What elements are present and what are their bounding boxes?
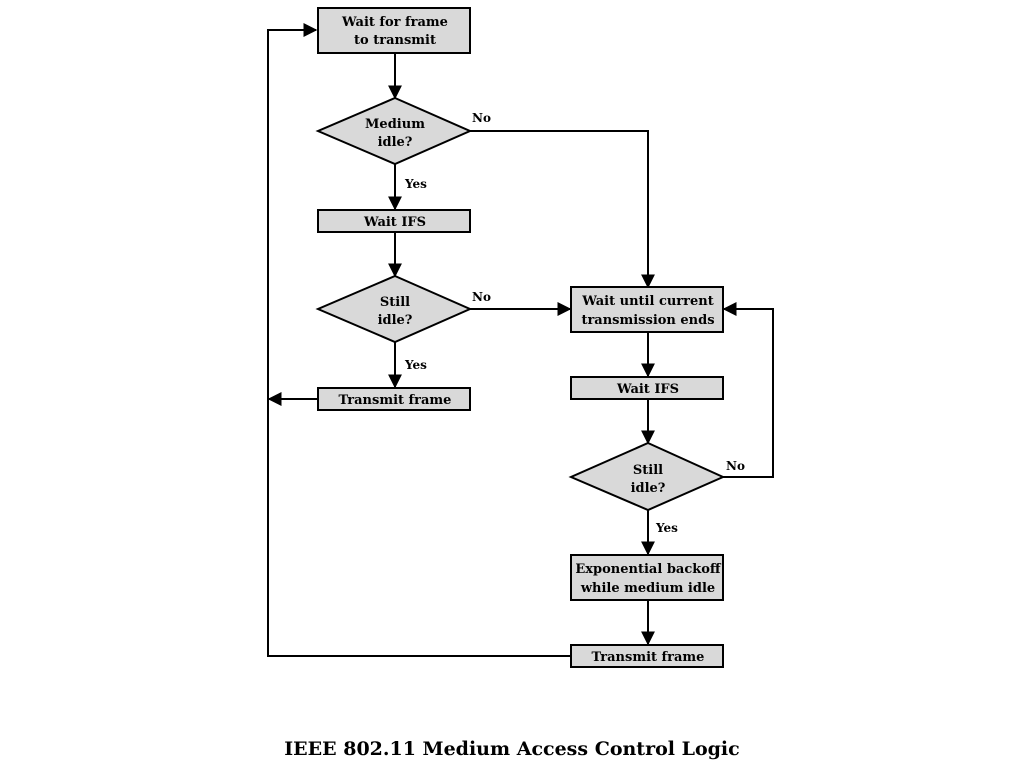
- edge-still-right-no: [722, 302, 774, 478]
- label-still-left-no: No: [472, 290, 491, 304]
- node-exponential-backoff-line-2: while medium idle: [580, 581, 715, 596]
- node-transmit-frame-left-label: Transmit frame: [339, 393, 452, 408]
- node-wait-for-frame-line-1: Wait for frame: [341, 15, 448, 30]
- node-transmit-frame-right-label: Transmit frame: [592, 650, 705, 665]
- node-wait-ifs-left-label: Wait IFS: [363, 215, 426, 230]
- edges: [267, 23, 774, 657]
- node-wait-ifs-right-label: Wait IFS: [616, 382, 679, 397]
- node-transmit-frame-left: Transmit frame: [317, 387, 471, 411]
- node-still-idle-right: Still idle?: [568, 441, 726, 512]
- edge-labels: No Yes No Yes No Yes: [404, 111, 745, 535]
- node-wait-until-current: Wait until current transmission ends: [570, 286, 724, 333]
- node-wait-ifs-right: Wait IFS: [570, 376, 724, 400]
- node-medium-idle-line-2: idle?: [378, 135, 413, 150]
- diagram-title: IEEE 802.11 Medium Access Control Logic: [284, 738, 740, 760]
- label-medium-no: No: [472, 111, 491, 125]
- label-still-right-yes: Yes: [655, 521, 678, 535]
- node-wait-until-current-line-1: Wait until current: [581, 294, 713, 309]
- node-still-idle-right-line-2: idle?: [631, 481, 666, 496]
- label-still-right-no: No: [726, 459, 745, 473]
- node-still-idle-left-line-2: idle?: [378, 313, 413, 328]
- edge-loop-back-top: [267, 23, 571, 657]
- node-exponential-backoff: Exponential backoff while medium idle: [570, 554, 724, 601]
- node-still-idle-left: Still idle?: [315, 274, 473, 344]
- node-wait-ifs-left: Wait IFS: [317, 209, 471, 233]
- node-medium-idle-line-1: Medium: [365, 117, 425, 132]
- node-still-idle-left-line-1: Still: [380, 295, 410, 310]
- node-medium-idle: Medium idle?: [315, 96, 473, 166]
- label-still-left-yes: Yes: [404, 358, 427, 372]
- node-exponential-backoff-line-1: Exponential backoff: [575, 562, 722, 577]
- flowchart: No Yes No Yes No Yes Wait for frame to t…: [267, 7, 774, 668]
- label-medium-yes: Yes: [404, 177, 427, 191]
- node-wait-for-frame-line-2: to transmit: [354, 33, 436, 48]
- edge-medium-no: [470, 130, 655, 289]
- node-wait-until-current-line-2: transmission ends: [581, 313, 714, 328]
- node-still-idle-right-line-1: Still: [633, 463, 663, 478]
- node-wait-for-frame: Wait for frame to transmit: [317, 7, 471, 54]
- node-transmit-frame-right: Transmit frame: [570, 644, 724, 668]
